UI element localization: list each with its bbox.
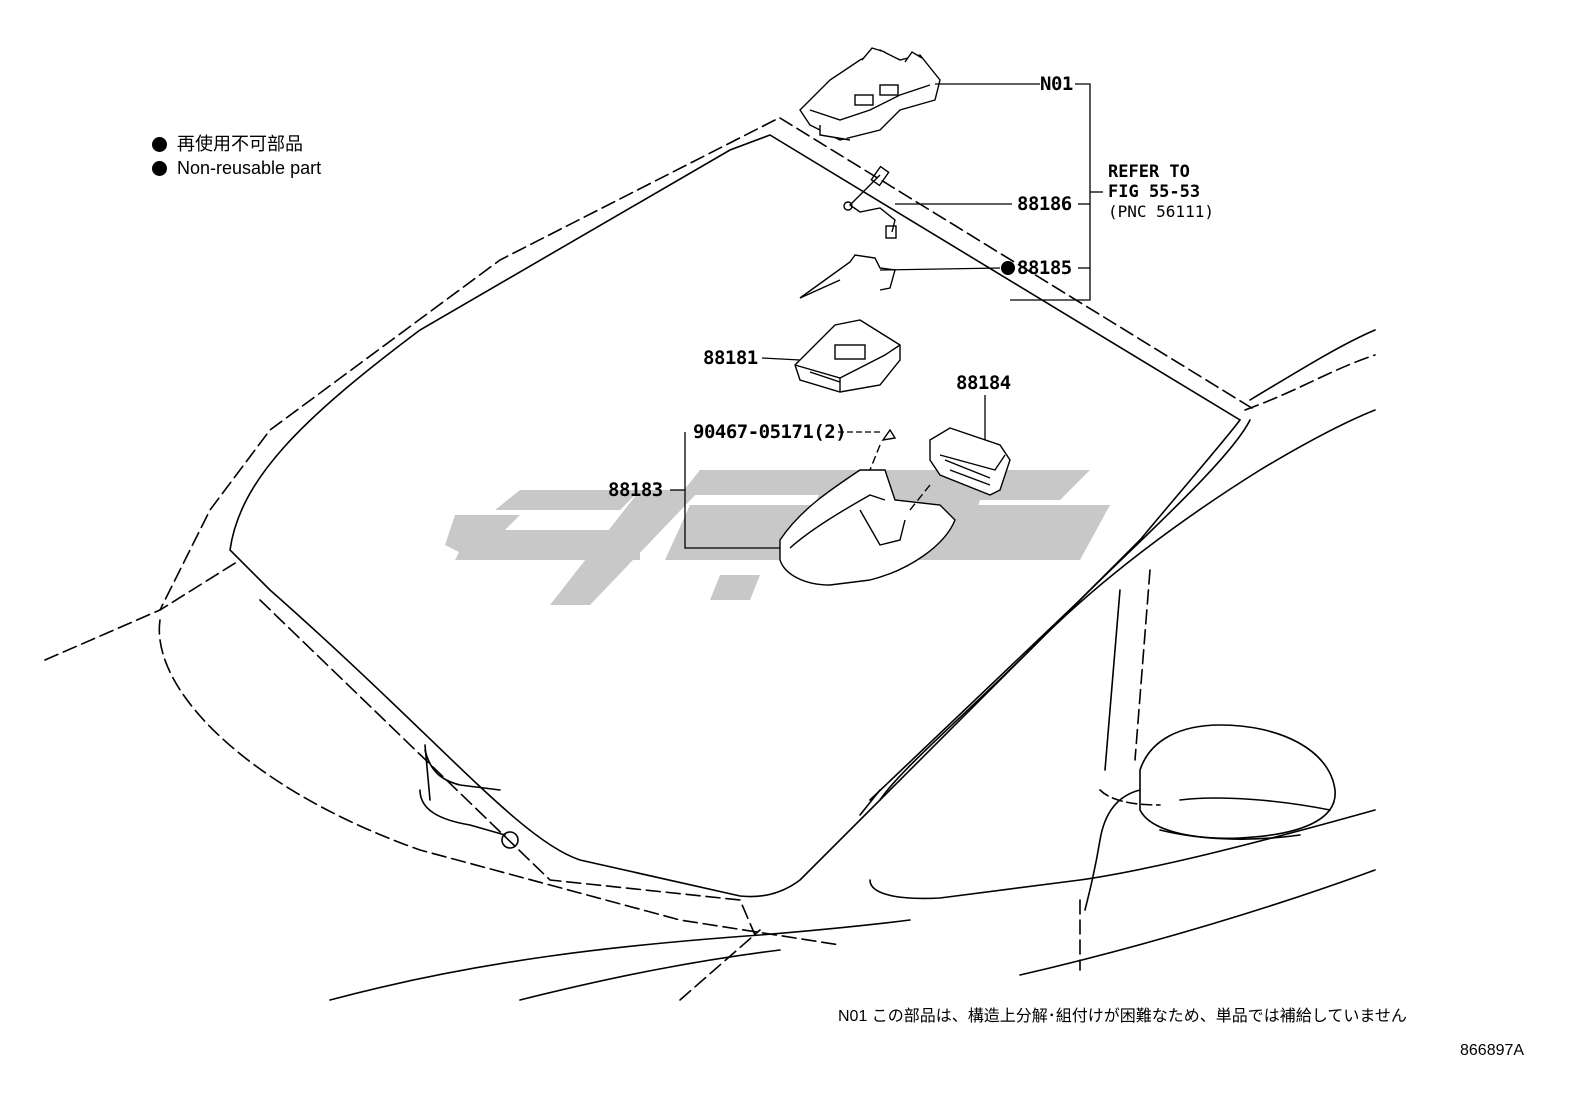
legend-jp-text: 再使用不可部品 — [177, 134, 303, 154]
refer-note: REFER TO FIG 55-53 (PNC 56111) — [1108, 162, 1214, 222]
legend: 再使用不可部品 Non-reusable part — [152, 132, 321, 180]
non-reusable-dot-icon — [1001, 261, 1015, 275]
callout-88184: 88184 — [956, 372, 1011, 394]
part-88183-housing — [779, 428, 956, 586]
part-88185-sheet — [799, 254, 896, 299]
car-outline — [44, 117, 1376, 1001]
refer-line3: (PNC 56111) — [1108, 202, 1214, 221]
callout-88186: 88186 — [1017, 193, 1072, 215]
part-n01-bracket — [799, 47, 941, 141]
legend-en-text: Non-reusable part — [177, 158, 322, 178]
callout-88183: 88183 — [608, 479, 663, 501]
refer-line1: REFER TO — [1108, 162, 1190, 182]
refer-line2: FIG 55-53 — [1108, 182, 1201, 202]
callout-88181: 88181 — [703, 347, 758, 369]
legend-row-en: Non-reusable part — [152, 156, 321, 180]
callout-88185-text: 88185 — [1017, 257, 1072, 279]
part-88186-harness — [843, 165, 897, 239]
callout-90467: 90467-05171(2) — [693, 421, 847, 443]
part-88181-camera — [794, 319, 901, 393]
diagram-code: 866897A — [1460, 1042, 1525, 1059]
non-reusable-dot-icon — [152, 136, 167, 152]
leader-lines — [670, 83, 1103, 549]
part-88184-cover — [929, 427, 1011, 496]
footnote: N01 この部品は、構造上分解･組付けが困難なため、単品では補給していません — [838, 1008, 1407, 1025]
non-reusable-dot-icon — [152, 160, 167, 176]
legend-row-jp: 再使用不可部品 — [152, 132, 321, 156]
callout-n01: N01 — [1040, 73, 1073, 95]
watermark-logo — [445, 470, 1110, 605]
callout-88185: 88185 — [1001, 258, 1072, 278]
